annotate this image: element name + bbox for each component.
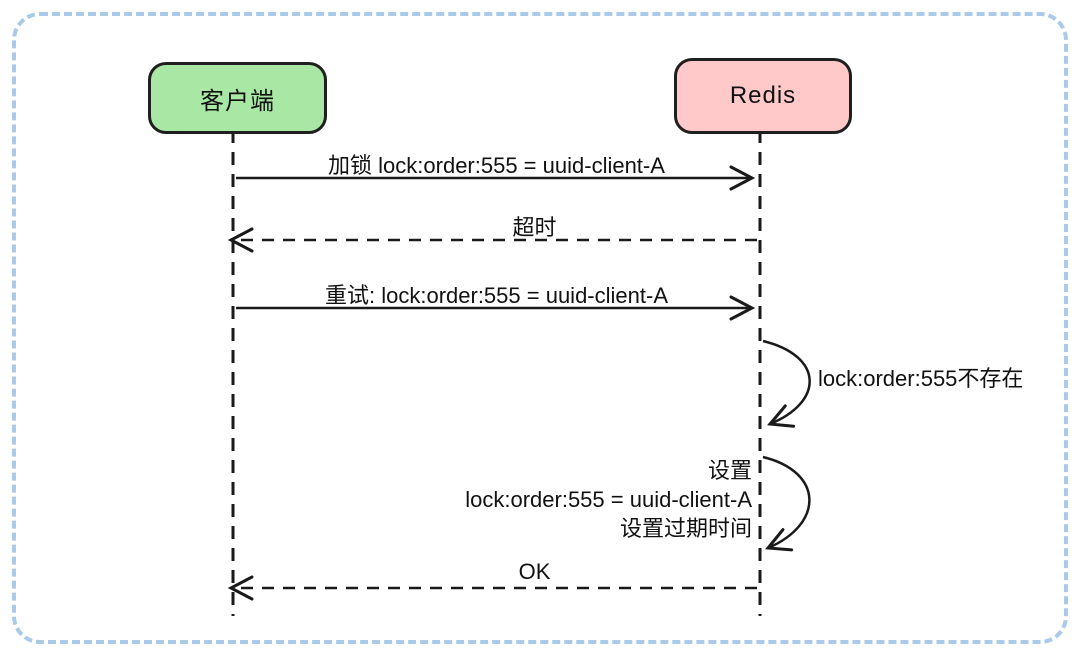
- label-ok: OK: [518, 559, 551, 584]
- actor-redis-label: Redis: [729, 82, 797, 109]
- label-retry: 重试: lock:order:555 = uuid-client-A: [325, 283, 668, 308]
- label-set-key-line3: 设置过期时间: [619, 516, 752, 541]
- actor-redis: Redis: [674, 58, 852, 134]
- label-key-missing: lock:order:555不存在: [818, 366, 1024, 391]
- self-loop-key-missing: [762, 339, 811, 428]
- actor-client: 客户端: [148, 62, 327, 134]
- self-loop-set-key: [762, 455, 811, 552]
- label-set-key-line2: lock:order:555 = uuid-client-A: [465, 487, 752, 512]
- label-set-key-line1: 设置: [707, 458, 752, 483]
- label-lock-request: 加锁 lock:order:555 = uuid-client-A: [328, 153, 665, 178]
- label-timeout: 超时: [512, 215, 557, 240]
- actor-client-label: 客户端: [200, 87, 275, 115]
- label-set-key: 设置 lock:order:555 = uuid-client-A 设置过期时间: [465, 456, 752, 543]
